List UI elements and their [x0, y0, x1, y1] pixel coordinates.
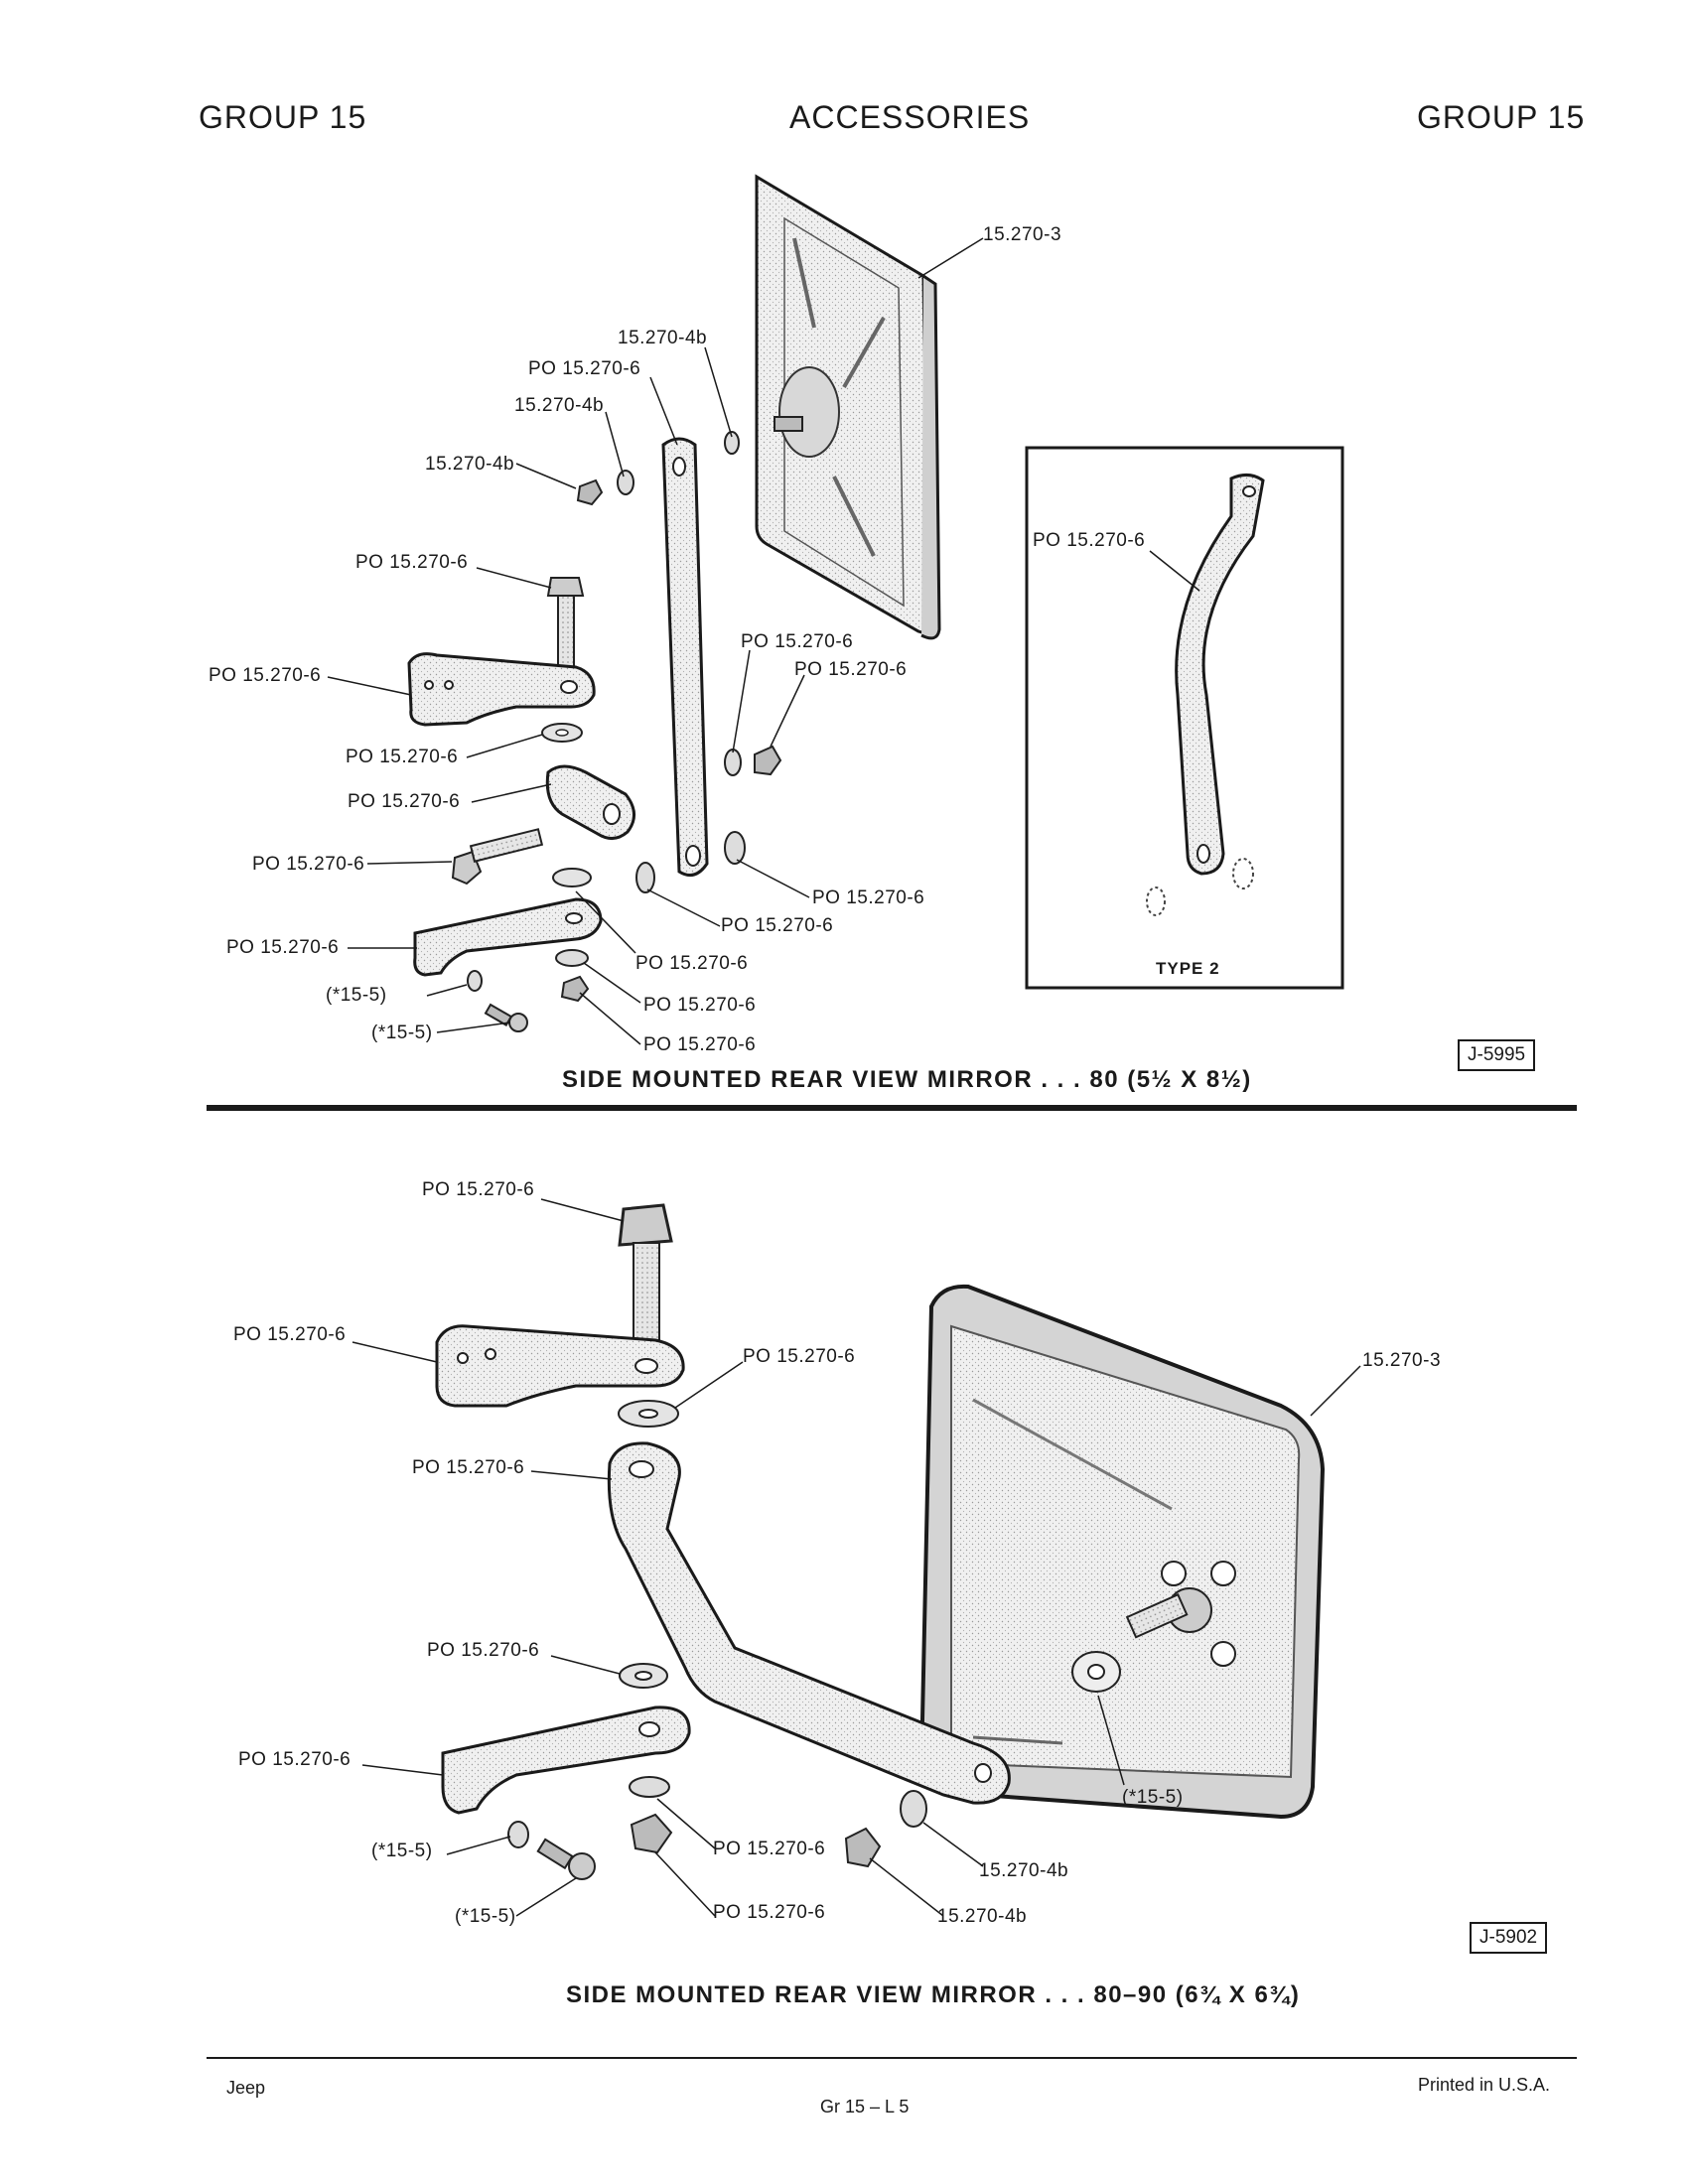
- fig1-label-bolt2: PO 15.270-6: [252, 854, 365, 875]
- fig1-caption: SIDE MOUNTED REAR VIEW MIRROR . . . 80 (…: [562, 1066, 1252, 1093]
- fig2-label-washer-top: PO 15.270-6: [743, 1346, 856, 1367]
- fig2-label-washer-mid: PO 15.270-6: [427, 1640, 540, 1661]
- fig1-bolt: [546, 577, 585, 676]
- fig2-small-parts: [507, 1776, 927, 1880]
- fig1-leaders: [327, 237, 984, 1045]
- fig1-inset-type2: [1025, 446, 1344, 990]
- fig2-label-arm: PO 15.270-6: [412, 1457, 525, 1478]
- fig2-caption: SIDE MOUNTED REAR VIEW MIRROR . . . 80–9…: [566, 1981, 1301, 2008]
- fig1-label-clamp: PO 15.270-6: [348, 791, 461, 812]
- fig1-label-washer-b: PO 15.270-6: [635, 953, 749, 974]
- fig2-washer-mid: [619, 1663, 668, 1689]
- fig1-screw: [467, 970, 528, 1032]
- fig1-clamp: [545, 764, 635, 840]
- fig1-label-bracket-upper: PO 15.270-6: [209, 665, 322, 686]
- footer-rule: [207, 2057, 1577, 2059]
- fig1-label-washer-a: PO 15.270-6: [346, 747, 459, 767]
- fig1-small-parts-top: [576, 431, 740, 506]
- fig2-label-bracket-upper: PO 15.270-6: [233, 1324, 347, 1345]
- fig1-inset-label-arm: PO 15.270-6: [1033, 530, 1146, 551]
- fig2-label-bolt: PO 15.270-6: [422, 1179, 535, 1200]
- fig1-label-lw-right: PO 15.270-6: [741, 631, 854, 652]
- fig2-mirror-head: [918, 1284, 1326, 1820]
- fig1-label-lw-b: PO 15.270-6: [643, 995, 757, 1016]
- fig1-label-nut-top: 15.270-4b: [425, 454, 515, 475]
- fig1-arm: [661, 437, 709, 878]
- fig2-label-mirror-head: 15.270-3: [1362, 1350, 1442, 1371]
- section-divider: [207, 1105, 1577, 1111]
- fig1-bracket-lower: [413, 897, 603, 977]
- fig1-inset-title: TYPE 2: [1156, 959, 1220, 978]
- fig2-bolt: [618, 1203, 673, 1343]
- fig2-label-mirror-washer: (*15-5): [1122, 1787, 1184, 1808]
- fig2-label-bracket-lower: PO 15.270-6: [238, 1749, 352, 1770]
- fig2-label-nut-right: 15.270-4b: [937, 1906, 1028, 1927]
- fig1-label-washer-r: PO 15.270-6: [812, 887, 925, 908]
- fig2-bracket-lower: [441, 1706, 691, 1815]
- fig1-ref-badge: J-5995: [1458, 1039, 1536, 1071]
- fig2-label-nut: PO 15.270-6: [713, 1902, 826, 1923]
- fig2-ref-badge: J-5902: [1470, 1922, 1548, 1954]
- fig1-label-mirror-head: 15.270-3: [983, 224, 1062, 245]
- fig2-arm: [607, 1441, 1011, 1805]
- footer-printed: Printed in U.S.A.: [1418, 2075, 1551, 2095]
- header-group-left: GROUP 15: [199, 99, 367, 135]
- fig1-label-screw-lw: (*15-5): [326, 985, 387, 1006]
- fig1-bracket-upper: [407, 652, 596, 727]
- fig1-label-washer-l: PO 15.270-6: [721, 915, 834, 936]
- fig2-label-screw: (*15-5): [455, 1906, 516, 1927]
- fig1-mirror-head: [755, 174, 941, 640]
- fig2-label-lw: PO 15.270-6: [713, 1839, 826, 1859]
- fig2-label-lw-right: 15.270-4b: [979, 1860, 1069, 1881]
- footer-page-number: Gr 15 – L 5: [820, 2097, 910, 2116]
- fig1-label-lw-mid: 15.270-4b: [514, 395, 605, 416]
- fig2-leaders: [352, 1198, 1361, 1917]
- fig1-label-bolt: PO 15.270-6: [355, 552, 469, 573]
- fig1-bolt-horizontal: [451, 828, 544, 886]
- header-title: ACCESSORIES: [789, 99, 1031, 135]
- fig2-bracket-upper: [435, 1324, 685, 1408]
- fig1-label-nut-b: PO 15.270-6: [643, 1034, 757, 1055]
- fig1-label-arm: PO 15.270-6: [528, 358, 641, 379]
- header-group-right: GROUP 15: [1417, 99, 1586, 135]
- fig1-label-lw-top: 15.270-4b: [618, 328, 708, 348]
- footer-brand: Jeep: [226, 2078, 266, 2098]
- fig2-label-screw-lw: (*15-5): [371, 1841, 433, 1861]
- fig1-label-nut-right: PO 15.270-6: [794, 659, 908, 680]
- fig1-label-screw: (*15-5): [371, 1023, 433, 1043]
- fig2-washer-top: [618, 1400, 679, 1428]
- fig1-label-bracket-lower: PO 15.270-6: [226, 937, 340, 958]
